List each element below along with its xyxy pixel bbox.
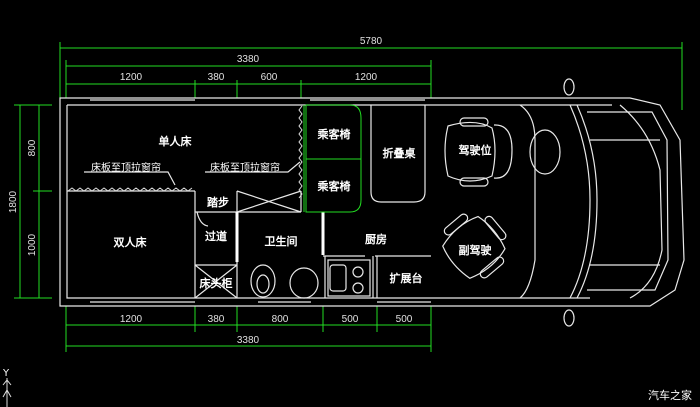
dim-left-seg: 1000 [27,233,38,256]
dim-bottom-seg: 500 [396,314,413,325]
label-step: 踏步 [207,195,229,209]
left-dimensions: 1800 800 1000 [8,104,52,299]
curtain [67,187,193,192]
label-curtain-right: 床板至顶拉窗帘 [210,161,280,174]
room-labels: 单人床 床板至顶拉窗帘 床板至顶拉窗帘 双人床 踏步 过道 床头柜 卫生间 厨房… [91,127,492,290]
label-single-bed: 单人床 [159,134,193,148]
label-codriver-seat: 副驾驶 [459,243,493,257]
label-folding-table: 折叠桌 [383,146,417,160]
label-passenger-seat: 乘客椅 [317,127,351,141]
label-double-bed: 双人床 [114,235,148,249]
sink-icon [289,267,319,299]
top-dimensions: 5780 3380 1200 380 600 1200 [59,36,683,110]
dim-bottom-total: 3380 [237,335,260,346]
label-extension-counter: 扩展台 [390,271,423,285]
label-passenger-seat: 乘客椅 [317,179,351,193]
passenger-seats [305,104,362,213]
mirror-icon [563,309,575,327]
cab-outline [519,78,669,327]
dim-bottom-seg: 800 [272,314,289,325]
label-driver-seat: 驾驶位 [458,143,492,157]
dim-bottom-seg: 380 [208,314,225,325]
interior [67,104,513,299]
curtain [298,105,303,199]
folding-table [370,105,426,203]
label-aisle: 过道 [205,229,227,243]
ucs-axis-icon: Y [2,368,12,407]
label-nightstand: 床头柜 [200,276,233,290]
dim-left-total: 1800 [8,190,19,213]
driver-seat [444,117,513,187]
bottom-dimensions: 1200 380 800 500 500 3380 [65,306,432,352]
label-bathroom: 卫生间 [265,234,298,248]
codriver-seat [442,213,507,279]
watermark: 汽车之家 [648,389,692,402]
dim-left-seg: 800 [27,139,38,156]
dim-top-sub: 3380 [237,54,260,65]
toilet-icon [250,264,276,298]
dim-top-seg: 600 [261,72,278,83]
dim-top-total: 5780 [360,36,383,47]
axis-label: Y [2,368,10,379]
dim-bottom-seg: 500 [342,314,359,325]
dim-top-seg: 1200 [120,72,143,83]
dim-top-seg: 1200 [355,72,378,83]
label-curtain-left: 床板至顶拉窗帘 [91,161,161,174]
dim-top-seg: 380 [208,72,225,83]
dim-bottom-seg: 1200 [120,314,143,325]
label-kitchen: 厨房 [365,232,387,246]
mirror-icon [563,78,575,96]
